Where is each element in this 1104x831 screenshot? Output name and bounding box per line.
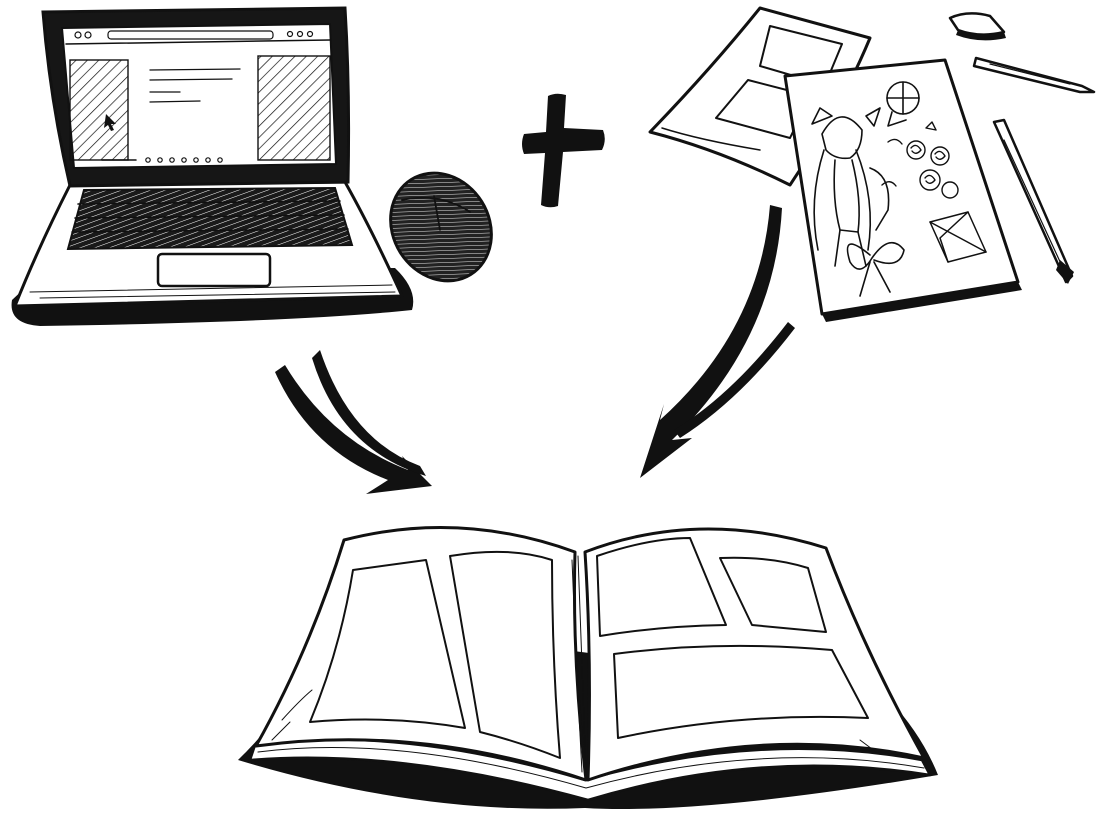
open-comic-book-icon: [238, 528, 938, 810]
curved-arrow-icon-left: [275, 350, 432, 494]
laptop-keyboard: [68, 188, 352, 249]
plus-icon: [522, 94, 605, 208]
laptop-trackpad: [158, 254, 270, 286]
curved-arrow-icon-right: [640, 205, 795, 478]
laptop-icon: [12, 8, 414, 326]
sketch-pages-icon: [650, 8, 1022, 322]
